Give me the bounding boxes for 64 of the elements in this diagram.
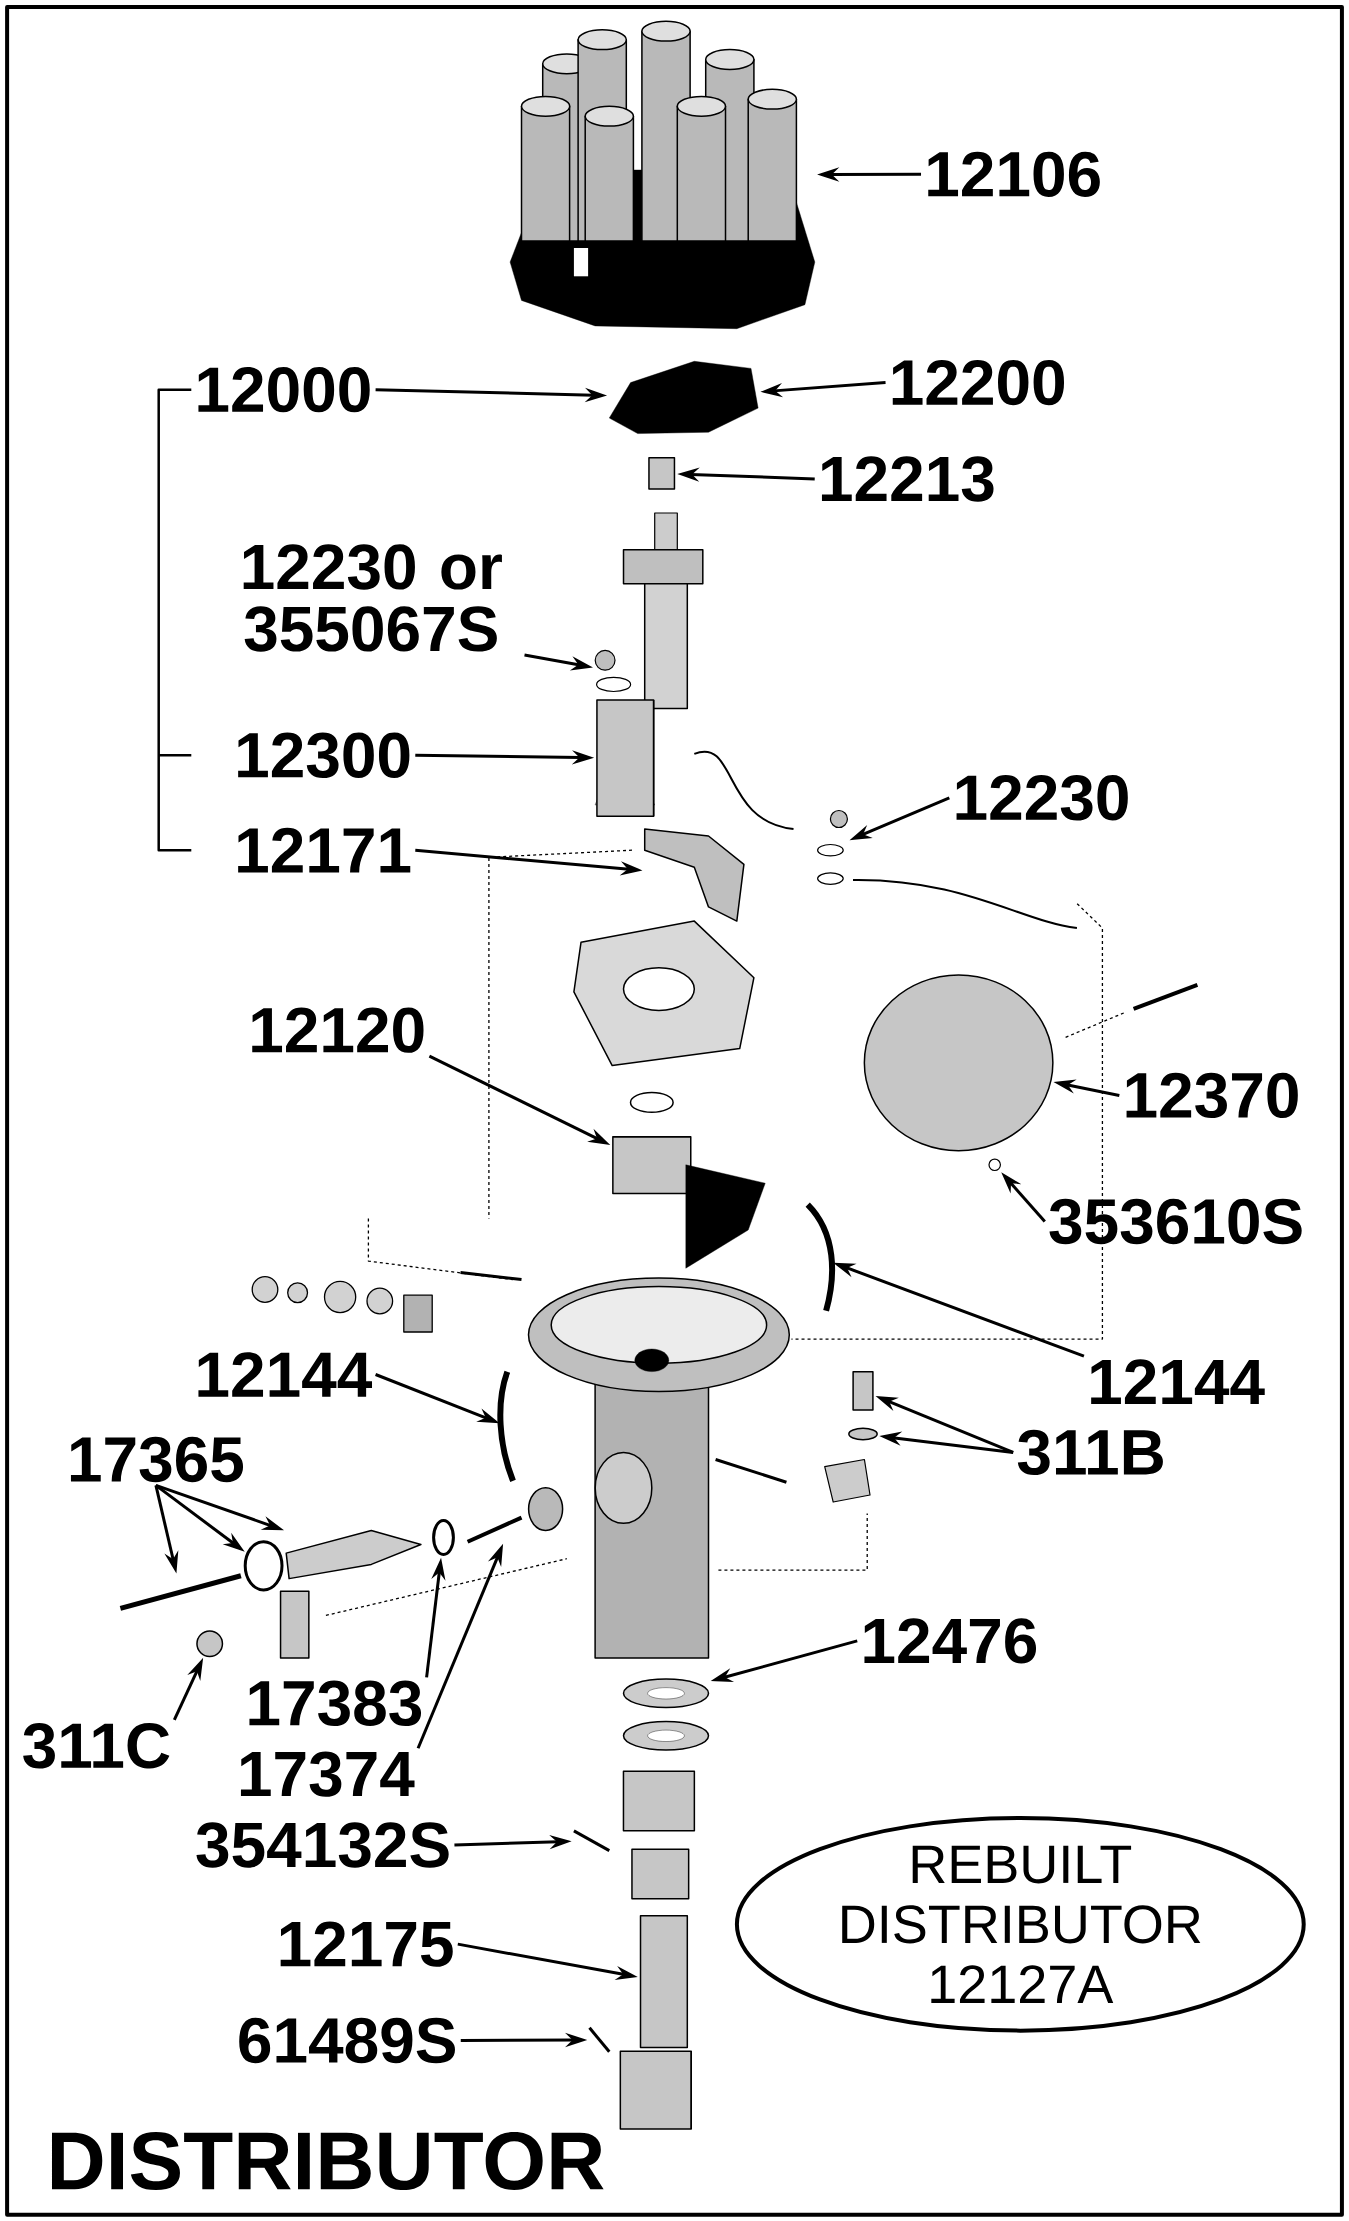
part-number: 311B [1017,1429,1163,1476]
breaker-points [643,828,745,922]
part-number: 353610S [1049,1198,1302,1245]
breaker-plate [573,920,755,1067]
part-number: 12171 [238,827,411,873]
bolt [852,1370,874,1411]
part-number: 12144 [1091,1359,1265,1404]
wire [693,750,795,830]
part-number: 354132S [196,1822,449,1868]
pin [588,2026,611,2053]
distributor-cap [509,20,815,329]
gear [622,1770,696,1832]
screw-and-washer [594,649,632,693]
part-number: 12370 [1126,1072,1298,1119]
condenser [596,699,655,817]
part-number: 12200 [892,359,1065,406]
part-number: 12230 or 355067S [243,544,502,652]
rotor [609,361,759,434]
cable-ring [243,1540,284,1592]
drive-shaft [639,1915,689,2049]
part-number: 17383 [249,1680,422,1727]
part-number: 12120 [252,1007,424,1053]
part-number: 12106 [928,151,1100,197]
spring [805,1202,835,1312]
washer [848,1427,878,1441]
clamp [824,1458,871,1503]
wire [852,879,1078,930]
part-number: 17374 [240,1751,415,1797]
part-number: 12476 [864,1618,1037,1664]
hose-fitting [1132,982,1199,1011]
gear [619,2050,692,2130]
dashed-line [790,903,1104,1340]
cam-plate [685,1164,766,1269]
part-number: 12213 [821,456,994,502]
felt-pad [648,456,676,490]
screw-and-washers [817,809,848,885]
cable-fitting [285,1529,422,1580]
o-ring [432,1519,455,1556]
nuts-and-washers [251,1276,433,1333]
part-number: 17365 [70,1436,244,1483]
part-number: 12230 [956,775,1128,821]
cable [119,1573,242,1611]
ellipse-label: REBUILT DISTRIBUTOR 12127A [734,1816,1306,2033]
part-number: 12175 [280,1921,453,1967]
spring [497,1370,516,1482]
collar [631,1848,690,1900]
part-number: 12300 [238,732,410,778]
part-number: 12000 [198,367,370,413]
washer [622,1678,710,1709]
clip [988,1158,1001,1172]
part-number: 61489S [239,2017,455,2064]
vacuum-advance [863,974,1054,1152]
part-number: 311C [23,1723,170,1769]
bracket [279,1590,310,1659]
advance-weight [612,1136,692,1195]
housing [527,1277,791,1659]
driven-gear [466,1487,564,1544]
shaft [622,512,704,710]
pin [460,1271,522,1282]
part-number: 12144 [198,1352,372,1397]
screw [196,1630,224,1658]
washer [622,1720,710,1751]
pin [573,1829,611,1852]
title: DISTRIBUTOR [52,2132,604,2191]
